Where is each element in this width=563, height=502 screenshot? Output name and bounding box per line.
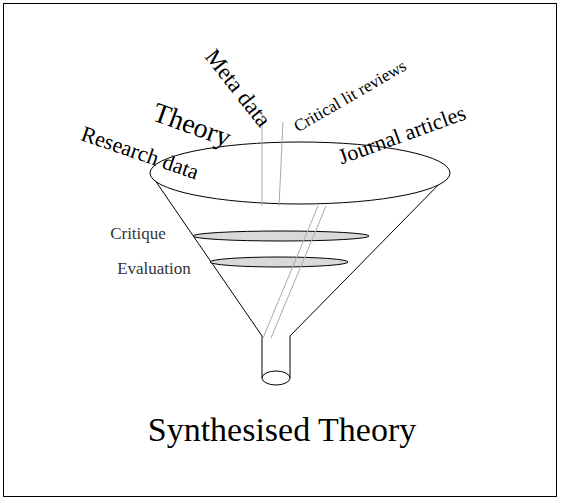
frame — [4, 4, 557, 497]
funnel-spout — [290, 336, 291, 378]
filter-band — [193, 231, 369, 241]
flow-line — [279, 122, 283, 206]
funnel-spout — [262, 336, 263, 378]
flow-line — [271, 206, 326, 338]
stage-label: Critique — [110, 225, 166, 242]
spout-opening — [262, 371, 290, 385]
stage-label: Evaluation — [117, 260, 191, 277]
result-label: Synthesised Theory — [148, 413, 417, 447]
filter-band — [210, 257, 348, 267]
flow-line — [263, 206, 318, 338]
